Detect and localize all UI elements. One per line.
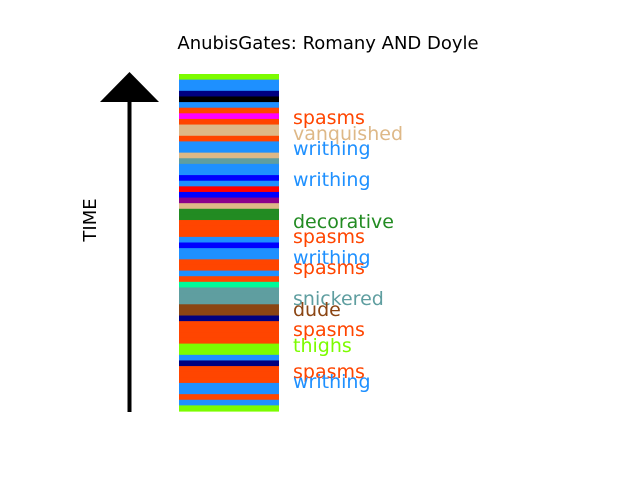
stripe [179, 388, 279, 395]
stripe [179, 113, 279, 120]
stripe [179, 293, 279, 300]
stripe [179, 124, 279, 131]
y-axis-label: TIME [80, 198, 101, 242]
stripe [179, 180, 279, 187]
stripe [179, 276, 279, 283]
stripe [179, 208, 279, 216]
stripe [179, 118, 279, 126]
stripe [179, 85, 279, 92]
stripe [179, 203, 279, 210]
word-label: writhing [293, 371, 371, 393]
stripe [179, 147, 279, 154]
stripe [179, 102, 279, 109]
stripe [179, 242, 279, 249]
stripe [179, 405, 279, 412]
stripe [179, 135, 279, 142]
stripe [179, 315, 279, 322]
stripe [179, 158, 279, 165]
word-label: thighs [293, 335, 352, 357]
stripe [179, 298, 279, 305]
stripe [179, 130, 279, 137]
stripe [179, 96, 279, 103]
stripe [179, 287, 279, 294]
stripe [179, 264, 279, 272]
stripe [179, 231, 279, 238]
stripe [179, 79, 279, 86]
stripe [179, 225, 279, 232]
word-label: spasms [293, 257, 365, 279]
stripe [179, 152, 279, 159]
stripe [179, 214, 279, 221]
stripe [179, 236, 279, 244]
stripe [179, 197, 279, 204]
word-label: spasms [293, 226, 365, 248]
word-label: decorative [293, 211, 394, 233]
word-label: vanquished [293, 123, 403, 145]
word-labels: spasmsvanquishedwrithingwrithingdecorati… [293, 107, 403, 393]
stripe [179, 74, 279, 81]
stripe [179, 220, 279, 227]
chart-title: AnubisGates: Romany AND Doyle [177, 33, 478, 54]
stripe [179, 270, 279, 277]
stripe [179, 377, 279, 384]
stripe [179, 399, 279, 406]
time-arrow [100, 72, 159, 412]
stripe [179, 337, 279, 345]
stripe [179, 321, 279, 328]
stripe [179, 360, 279, 367]
stripe [179, 107, 279, 114]
stripe [179, 394, 279, 401]
word-label: writhing [293, 169, 371, 191]
stripe [179, 186, 279, 193]
stripe [179, 326, 279, 333]
stripe [179, 169, 279, 176]
stripe [179, 382, 279, 390]
word-label: writhing [293, 247, 371, 269]
word-label: spasms [293, 361, 365, 383]
stripe [179, 354, 279, 362]
time-arrow-head [100, 72, 159, 102]
stripe [179, 259, 279, 266]
stripe [179, 90, 279, 98]
word-label: dude [293, 299, 341, 321]
word-label: snickered [293, 288, 384, 310]
stripe [179, 163, 279, 171]
stripe [179, 141, 279, 148]
word-label: spasms [293, 107, 365, 129]
stripe [179, 371, 279, 378]
stripe [179, 343, 279, 350]
stripe [179, 332, 279, 339]
stripe [179, 248, 279, 255]
word-label: writhing [293, 138, 371, 160]
stripe [179, 304, 279, 311]
stripe [179, 366, 279, 373]
stripe [179, 175, 279, 182]
stripe [179, 349, 279, 356]
word-label: spasms [293, 319, 365, 341]
stripe [179, 309, 279, 317]
stripe-column [179, 74, 279, 412]
stripe [179, 253, 279, 260]
stripe [179, 191, 279, 199]
stripe [179, 281, 279, 289]
